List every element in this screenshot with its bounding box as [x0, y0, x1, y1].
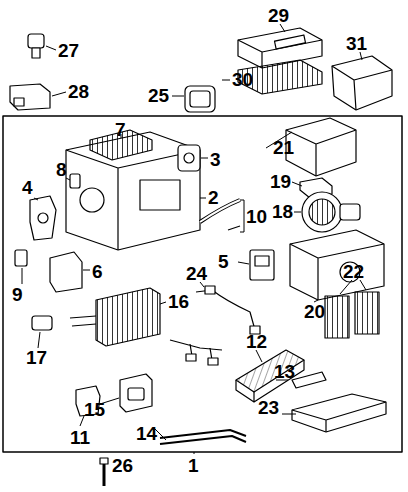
callout-number: 19 — [270, 172, 291, 191]
callout-number: 31 — [346, 34, 367, 53]
callout-number: 23 — [258, 398, 279, 417]
callout-number: 22 — [343, 262, 364, 281]
callout-number: 7 — [115, 120, 126, 139]
assembly-frame — [3, 116, 402, 452]
callout-number: 26 — [112, 456, 133, 475]
callout-number: 29 — [268, 6, 289, 25]
callout-number: 4 — [22, 178, 33, 197]
callout-number: 10 — [246, 207, 267, 226]
callout-number: 27 — [58, 41, 79, 60]
callout-number: 5 — [218, 252, 229, 271]
callout-number: 11 — [70, 428, 90, 447]
callout-number: 28 — [68, 82, 89, 101]
callout-number: 20 — [304, 302, 325, 321]
callout-number: 17 — [26, 348, 47, 367]
callout-number: 2 — [208, 188, 219, 207]
callout-number: 3 — [210, 150, 221, 169]
callout-number: 15 — [84, 400, 105, 419]
callout-number: 8 — [56, 160, 67, 179]
callout-number: 16 — [168, 292, 189, 311]
callout-number: 14 — [136, 424, 157, 443]
callout-number: 25 — [148, 86, 169, 105]
leader-lines — [22, 24, 366, 466]
callout-number: 24 — [186, 264, 207, 283]
callout-number: 6 — [92, 262, 103, 281]
callout-number: 18 — [272, 202, 293, 221]
callout-number: 21 — [273, 138, 294, 157]
callout-number: 13 — [274, 362, 295, 381]
callout-number: 1 — [188, 456, 199, 475]
callout-number: 9 — [12, 285, 23, 304]
callout-number: 30 — [232, 70, 253, 89]
callout-number: 12 — [246, 332, 267, 351]
